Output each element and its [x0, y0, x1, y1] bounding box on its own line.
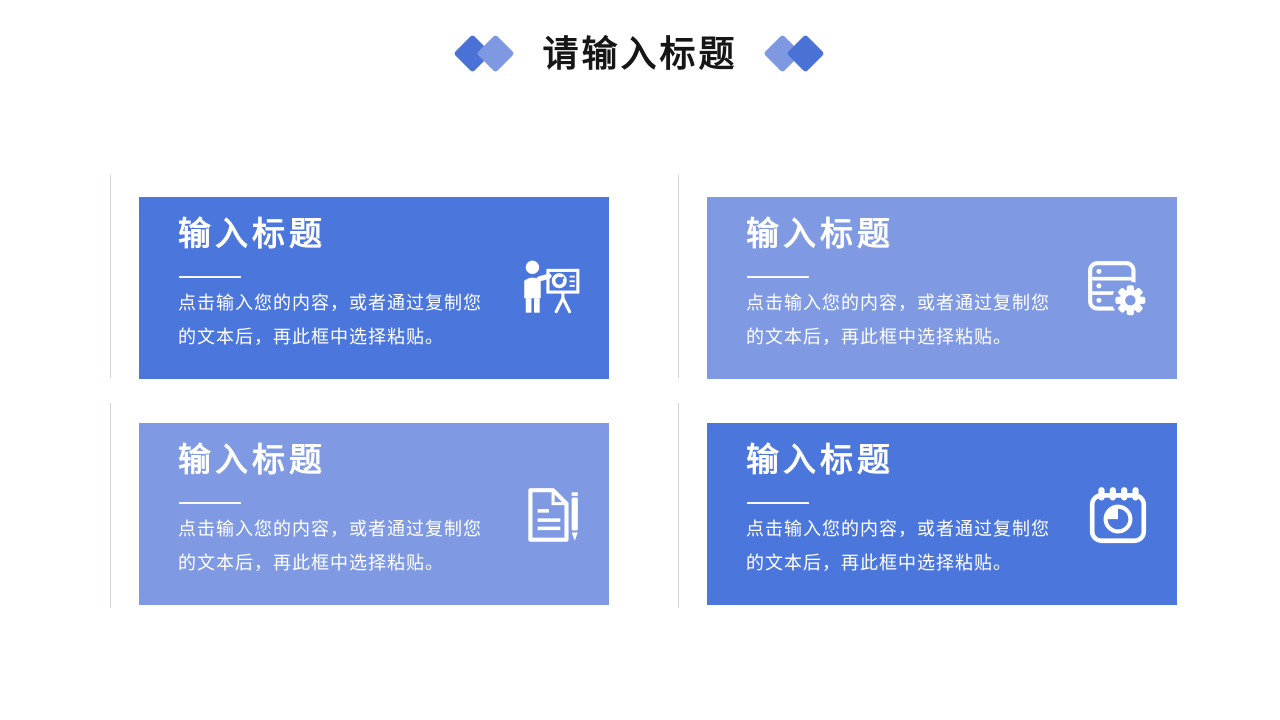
- connector-line: [110, 403, 111, 608]
- diamond-icon: [476, 34, 516, 73]
- card-title: 输入标题: [746, 215, 894, 252]
- title-underline: [179, 276, 241, 278]
- connector-line: [678, 403, 679, 608]
- title-underline: [179, 502, 241, 504]
- card-body-text: 点击输入您的内容，或者通过复制您的文本后，再此框中选择粘贴。: [178, 293, 482, 347]
- title-decor-right: [762, 30, 825, 78]
- content-card[interactable]: 输入标题 点击输入您的内容，或者通过复制您的文本后，再此框中选择粘贴。: [139, 197, 609, 379]
- calendar-clock-icon: [1085, 483, 1151, 549]
- content-card[interactable]: 输入标题 点击输入您的内容，或者通过复制您的文本后，再此框中选择粘贴。: [707, 423, 1177, 605]
- slide-header: 请输入标题: [0, 0, 1280, 78]
- presenter-board-icon: [517, 257, 583, 323]
- content-card[interactable]: 输入标题 点击输入您的内容，或者通过复制您的文本后，再此框中选择粘贴。: [707, 197, 1177, 379]
- document-pen-icon: [517, 483, 583, 549]
- connector-line: [110, 175, 111, 378]
- card-title: 输入标题: [178, 215, 326, 252]
- card-title: 输入标题: [746, 441, 894, 478]
- title-underline: [747, 276, 809, 278]
- server-gear-icon: [1085, 257, 1151, 323]
- title-decor-left: [453, 30, 516, 78]
- card-body-text: 点击输入您的内容，或者通过复制您的文本后，再此框中选择粘贴。: [178, 519, 482, 573]
- content-card[interactable]: 输入标题 点击输入您的内容，或者通过复制您的文本后，再此框中选择粘贴。: [139, 423, 609, 605]
- title-underline: [747, 502, 809, 504]
- page-title: 请输入标题: [542, 33, 738, 75]
- card-body-text: 点击输入您的内容，或者通过复制您的文本后，再此框中选择粘贴。: [746, 293, 1050, 347]
- diamond-icon: [785, 34, 825, 73]
- connector-line: [678, 175, 679, 378]
- card-body-text: 点击输入您的内容，或者通过复制您的文本后，再此框中选择粘贴。: [746, 519, 1050, 573]
- card-title: 输入标题: [178, 441, 326, 478]
